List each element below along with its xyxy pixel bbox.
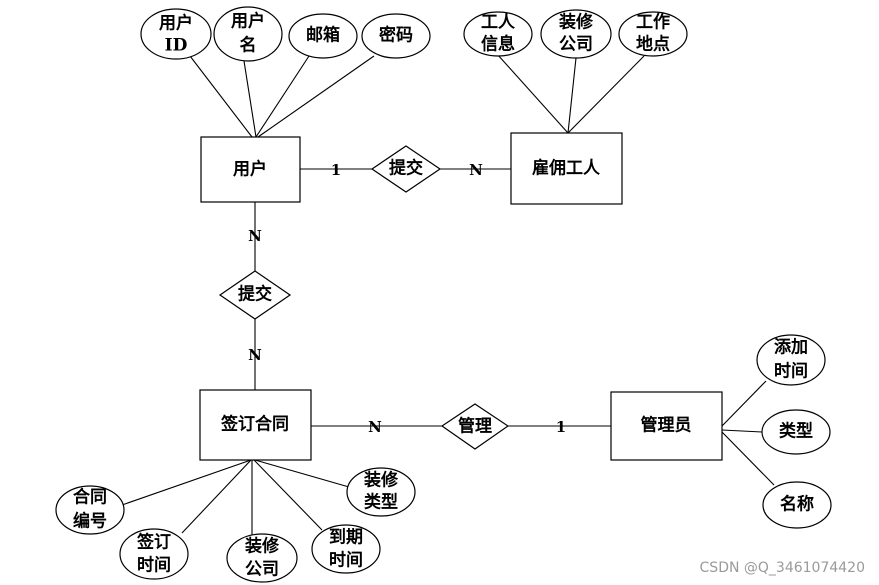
- attribute-user-name[interactable]: 用户 名: [213, 6, 283, 62]
- attribute-sign-time[interactable]: 签订 时间: [119, 528, 189, 580]
- relationship-manage[interactable]: 管理: [440, 403, 510, 450]
- cardinality-user-contract-top: N: [248, 227, 262, 245]
- attribute-worker-info-line2: 信息: [481, 34, 515, 55]
- edge-worker-company: [567, 57, 577, 134]
- entity-user[interactable]: 用户: [200, 136, 301, 203]
- cardinality-user-submit: 1: [331, 161, 341, 179]
- attribute-work-place-line1: 工作: [636, 12, 670, 33]
- edge-user-email: [255, 55, 310, 138]
- attribute-deco-company-bottom[interactable]: 装修 公司: [226, 533, 298, 583]
- attribute-password-label: 密码: [379, 25, 413, 46]
- attribute-contract-no-line1: 合同: [73, 487, 107, 508]
- attribute-email[interactable]: 邮箱: [288, 13, 358, 59]
- attribute-user-name-line1: 用户: [231, 11, 265, 32]
- attribute-expire-time[interactable]: 到期 时间: [311, 524, 381, 574]
- cardinality-worker-submit: N: [469, 161, 483, 179]
- entity-contract-label: 签订合同: [220, 414, 289, 435]
- attribute-sign-time-line2: 时间: [137, 555, 171, 576]
- attribute-work-place[interactable]: 工作 地点: [618, 11, 688, 57]
- cardinality-admin-manage: 1: [556, 418, 566, 436]
- relationship-submit-worker[interactable]: 提交: [370, 145, 442, 193]
- entity-admin[interactable]: 管理员: [610, 391, 723, 461]
- attribute-expire-time-line2: 时间: [329, 550, 363, 571]
- entity-worker[interactable]: 雇佣工人: [510, 132, 623, 205]
- attribute-worker-info[interactable]: 工人 信息: [463, 11, 533, 57]
- attribute-add-time[interactable]: 添加 时间: [756, 334, 826, 386]
- attribute-user-id-line2: ID: [165, 36, 188, 56]
- attribute-user-id-line1: 用户: [159, 13, 193, 34]
- attribute-expire-time-line1: 到期: [329, 528, 363, 548]
- attribute-sign-time-line1: 签订: [136, 532, 171, 553]
- attribute-deco-company-top[interactable]: 装修 公司: [540, 9, 612, 59]
- entity-admin-label: 管理员: [641, 415, 692, 436]
- attribute-name[interactable]: 名称: [762, 481, 832, 529]
- connectors: [121, 53, 775, 536]
- entity-user-label: 用户: [233, 159, 267, 180]
- relationship-submit-contract[interactable]: 提交: [218, 270, 292, 320]
- attribute-add-time-line2: 时间: [774, 361, 808, 382]
- watermark: CSDN @Q_3461074420: [699, 560, 865, 576]
- edge-contract-no: [121, 459, 252, 506]
- edge-user-userid: [189, 55, 253, 138]
- entity-worker-label: 雇佣工人: [532, 158, 601, 179]
- attribute-deco-company-top-line1: 装修: [558, 12, 594, 33]
- edge-user-username: [243, 60, 257, 138]
- edge-contract-expire: [253, 459, 323, 531]
- attribute-contract-no[interactable]: 合同 编号: [55, 485, 125, 535]
- attribute-password[interactable]: 密码: [361, 13, 431, 59]
- relationship-manage-label: 管理: [458, 416, 492, 437]
- attribute-name-label: 名称: [780, 494, 814, 515]
- edge-admin-addtime: [721, 380, 767, 427]
- attribute-user-id[interactable]: 用户 ID: [140, 8, 212, 60]
- edge-admin-name: [721, 431, 775, 486]
- attribute-deco-company-bottom-line2: 公司: [245, 560, 279, 580]
- attribute-add-time-line1: 添加: [774, 337, 808, 358]
- attribute-deco-company-bottom-line1: 装修: [244, 536, 280, 557]
- edge-worker-info: [496, 53, 569, 134]
- attribute-contract-no-line2: 编号: [73, 511, 107, 532]
- attribute-type[interactable]: 类型: [761, 409, 831, 455]
- cardinality-user-contract-bottom: N: [248, 346, 262, 364]
- edge-worker-place: [567, 55, 645, 134]
- attribute-type-label: 类型: [779, 421, 813, 442]
- edge-contract-signtime: [181, 459, 252, 534]
- relationship-submit-contract-label: 提交: [238, 284, 272, 305]
- edge-admin-type: [721, 429, 763, 433]
- attribute-user-name-line2: 名: [240, 35, 257, 56]
- attribute-deco-type-line1: 装修: [363, 470, 399, 491]
- attribute-work-place-line2: 地点: [636, 34, 670, 55]
- cardinality-contract-manage: N: [368, 418, 382, 436]
- edge-user-password: [257, 55, 375, 138]
- attribute-deco-company-top-line2: 公司: [559, 35, 593, 55]
- edge-contract-decotype: [254, 459, 350, 488]
- attribute-email-label: 邮箱: [306, 25, 340, 46]
- attribute-worker-info-line1: 工人: [481, 13, 516, 33]
- entity-contract[interactable]: 签订合同: [199, 389, 312, 461]
- attribute-deco-type[interactable]: 装修 类型: [346, 467, 416, 517]
- relationship-submit-worker-label: 提交: [389, 158, 423, 179]
- attribute-deco-type-line2: 类型: [364, 492, 398, 513]
